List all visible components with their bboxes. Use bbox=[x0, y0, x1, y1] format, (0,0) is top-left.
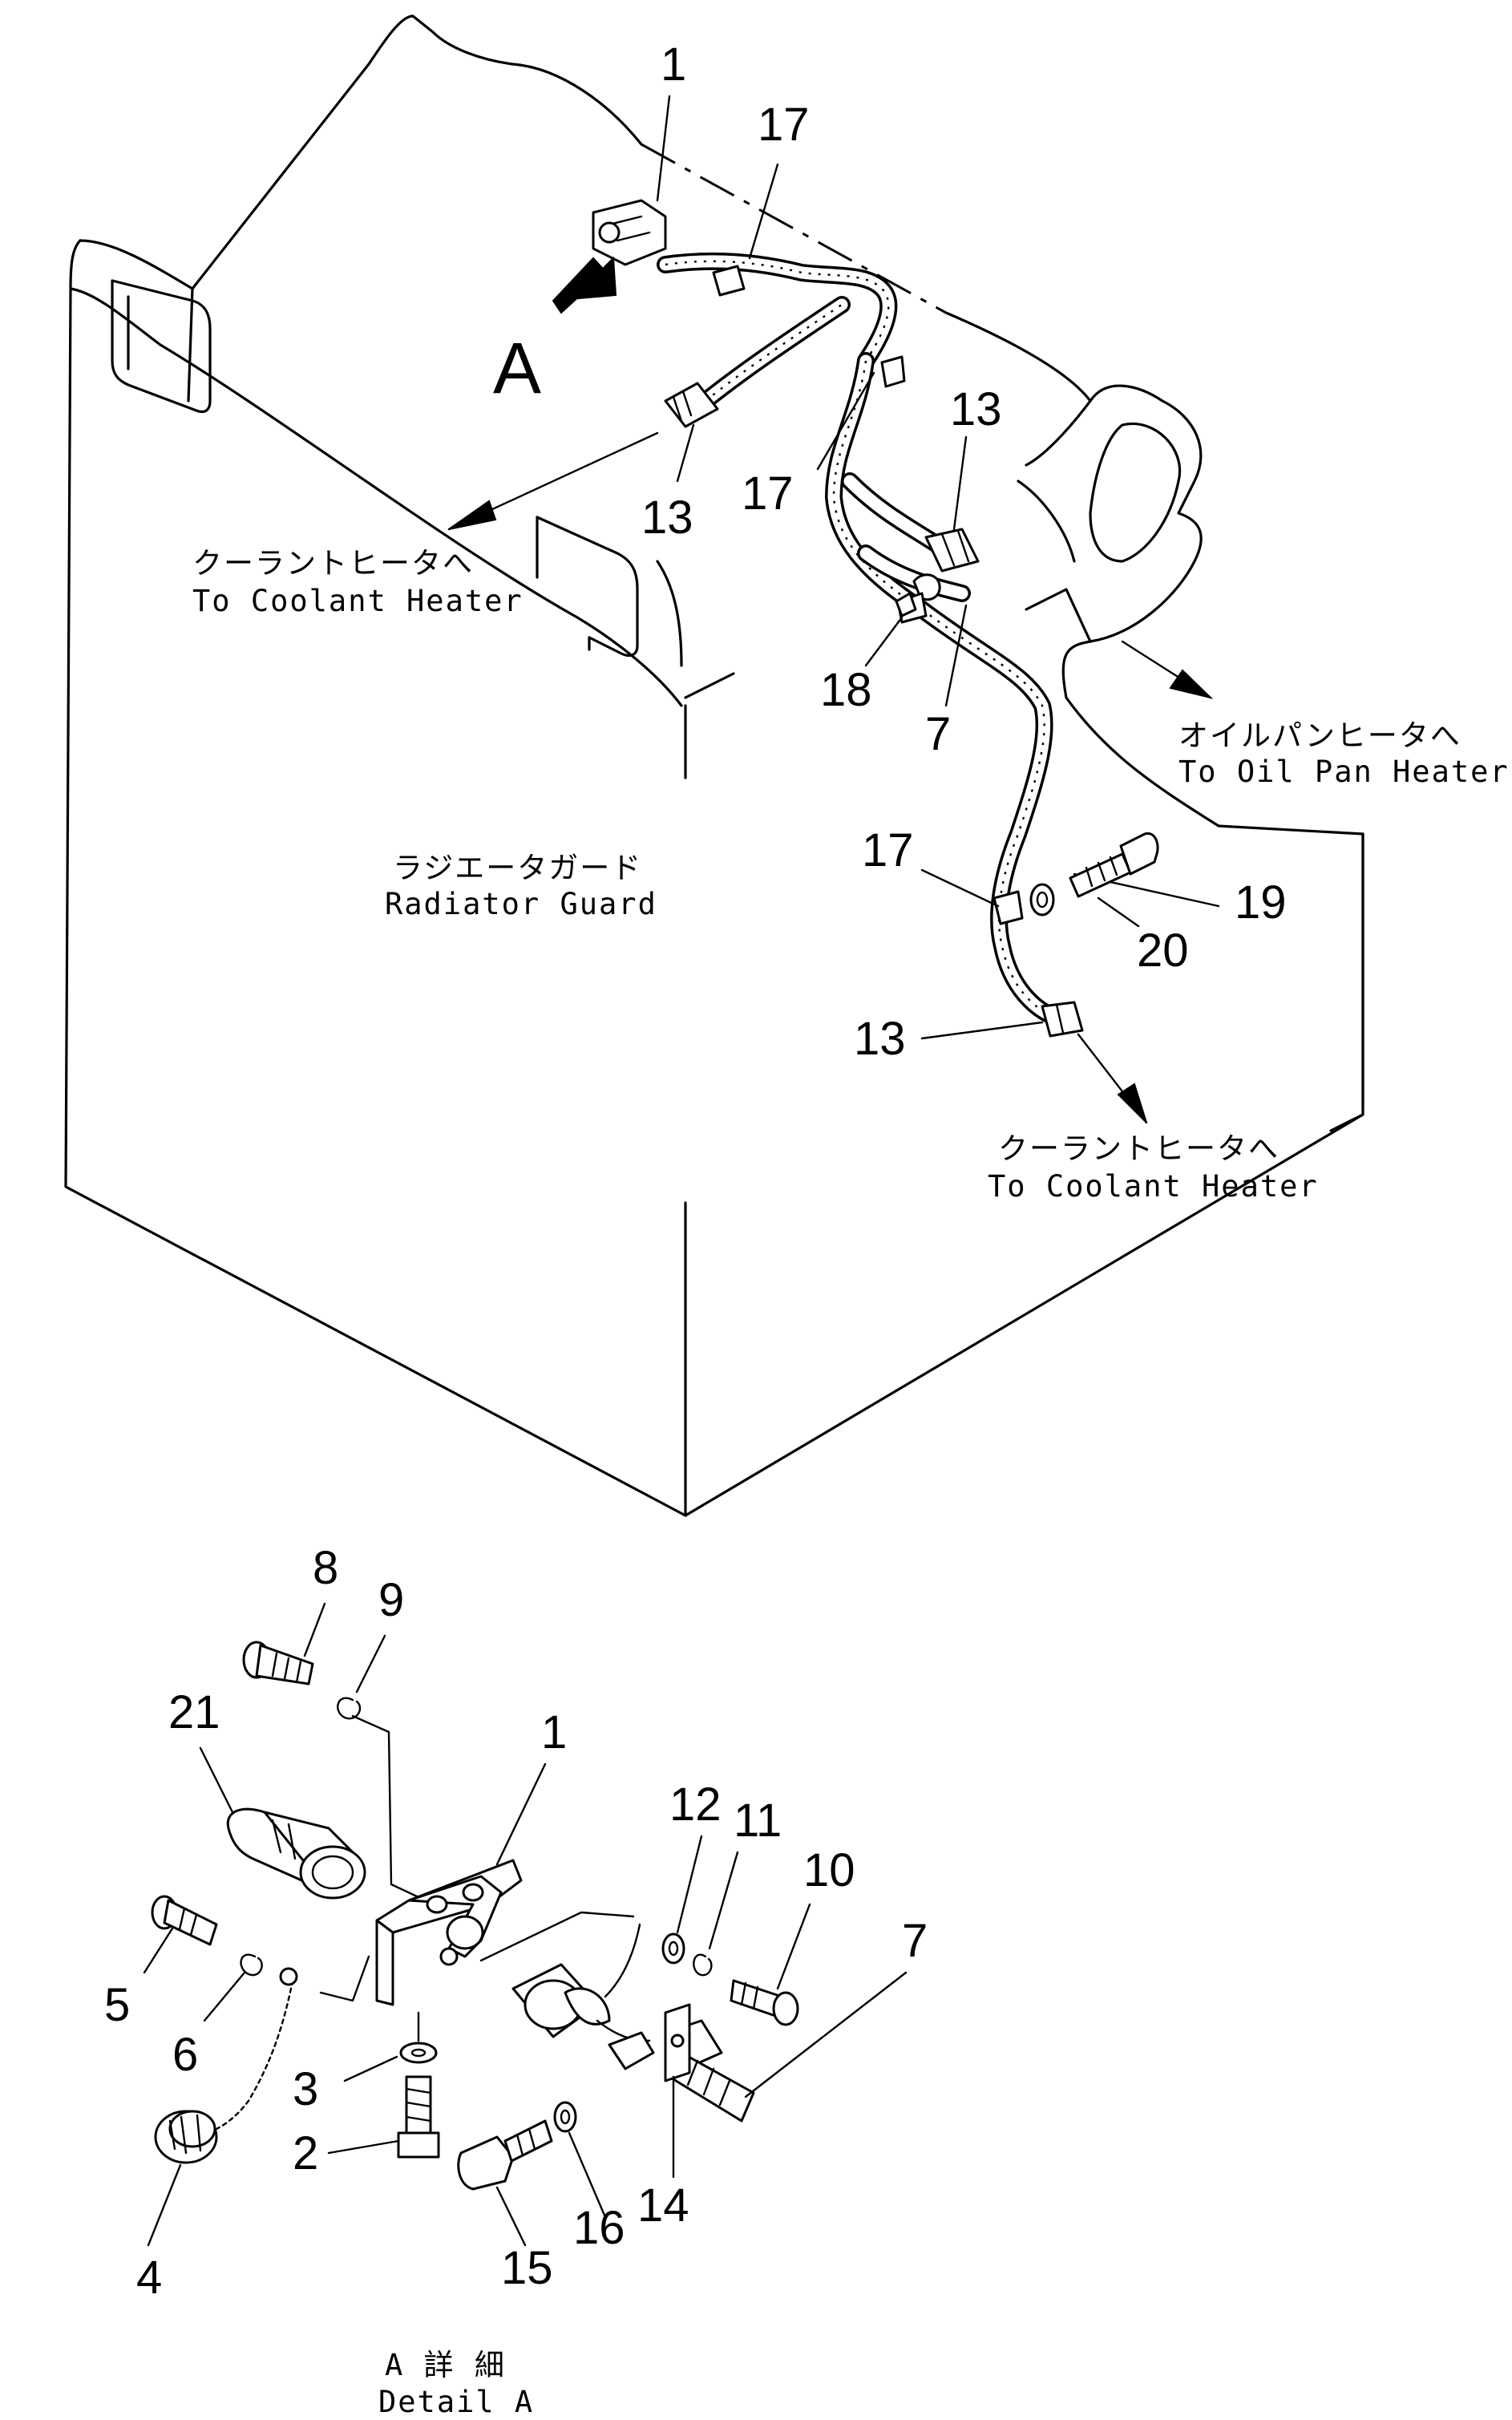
label-oil-pan-heater-en: To Oil Pan Heater bbox=[1178, 755, 1510, 789]
callout-1: 1 bbox=[661, 38, 686, 91]
callout-16: 16 bbox=[573, 2202, 625, 2254]
callout-9: 9 bbox=[378, 1574, 404, 1626]
label-coolant-heater-2-en: To Coolant Heater bbox=[988, 1169, 1319, 1204]
lock-washer-9 bbox=[337, 1697, 362, 1720]
view-arrow-icon bbox=[552, 256, 617, 314]
bolt-5 bbox=[151, 1895, 218, 1946]
lock-washer-11 bbox=[693, 1953, 713, 1977]
callout-15: 15 bbox=[501, 2242, 553, 2294]
leader-lines-detail bbox=[143, 1602, 908, 2247]
cap-4 bbox=[154, 2110, 218, 2164]
callout-7: 7 bbox=[902, 1915, 928, 1967]
callout-13: 13 bbox=[854, 1013, 906, 1065]
wiring-harness bbox=[657, 252, 1067, 1027]
washer-20 bbox=[1029, 883, 1055, 917]
washer-12 bbox=[661, 1932, 685, 1965]
callout-10: 10 bbox=[803, 1844, 855, 1896]
callout-21: 21 bbox=[168, 1686, 220, 1738]
connector-13-left bbox=[664, 382, 719, 428]
bolt-2 bbox=[397, 2075, 440, 2159]
radiator-guard-outline bbox=[64, 14, 1364, 1517]
callout-5: 5 bbox=[104, 1979, 130, 2031]
lock-washer-6 bbox=[240, 1953, 263, 1977]
switch-assembly-1-small bbox=[592, 199, 667, 266]
connector-21 bbox=[226, 1807, 366, 1900]
callout-1: 1 bbox=[541, 1706, 567, 1758]
bolt-10 bbox=[730, 1979, 799, 2026]
callout-8: 8 bbox=[313, 1542, 338, 1594]
bolt-19 bbox=[1069, 832, 1159, 898]
label-coolant-heater-en: To Coolant Heater bbox=[192, 584, 524, 618]
chain bbox=[215, 1979, 294, 2131]
callout-17: 17 bbox=[742, 467, 794, 520]
callout-13: 13 bbox=[641, 492, 693, 544]
callout-12: 12 bbox=[669, 1779, 722, 1831]
washer-16 bbox=[553, 2101, 577, 2133]
bracket-1 bbox=[375, 1859, 523, 2006]
label-radiator-guard-jp: ラジエータガード bbox=[393, 851, 642, 885]
label-coolant-heater-2-jp: クーラントヒータへ bbox=[998, 1131, 1280, 1166]
callout-13: 13 bbox=[950, 383, 1002, 435]
callout-18: 18 bbox=[820, 664, 872, 716]
leader-lines-main bbox=[656, 95, 1220, 1040]
callout-6: 6 bbox=[172, 2029, 198, 2081]
switch-body bbox=[511, 1923, 651, 2042]
callout-14: 14 bbox=[637, 2179, 689, 2232]
connector-13-bottom bbox=[1041, 1001, 1084, 1038]
label-detail-en: Detail A bbox=[378, 2385, 534, 2419]
bolt-8 bbox=[242, 1641, 314, 1686]
callout-3: 3 bbox=[293, 2063, 318, 2115]
direction-arrows bbox=[447, 431, 1214, 1124]
label-oil-pan-heater-jp: オイルパンヒータへ bbox=[1178, 718, 1461, 753]
view-marker: A bbox=[493, 329, 541, 409]
callout-11: 11 bbox=[734, 1795, 782, 1847]
chain-ring bbox=[279, 1967, 298, 1986]
clip-18 bbox=[895, 592, 917, 617]
label-detail-jp: A 詳 細 bbox=[385, 2348, 506, 2382]
callout-2: 2 bbox=[293, 2127, 318, 2179]
label-coolant-heater-jp: クーラントヒータへ bbox=[192, 546, 474, 581]
callout-4: 4 bbox=[136, 2252, 162, 2304]
bracket-14 bbox=[664, 2003, 691, 2082]
callout-19: 19 bbox=[1235, 876, 1287, 929]
detail-link-lines bbox=[319, 1714, 635, 2042]
label-radiator-guard-en: Radiator Guard bbox=[385, 887, 657, 921]
callout-20: 20 bbox=[1137, 925, 1189, 977]
callout-17: 17 bbox=[758, 99, 810, 151]
bolt-15 bbox=[457, 2119, 553, 2191]
washer-3 bbox=[399, 2042, 438, 2064]
callout-7: 7 bbox=[925, 708, 951, 760]
connector-13-right bbox=[924, 528, 980, 573]
callout-17: 17 bbox=[862, 824, 914, 876]
